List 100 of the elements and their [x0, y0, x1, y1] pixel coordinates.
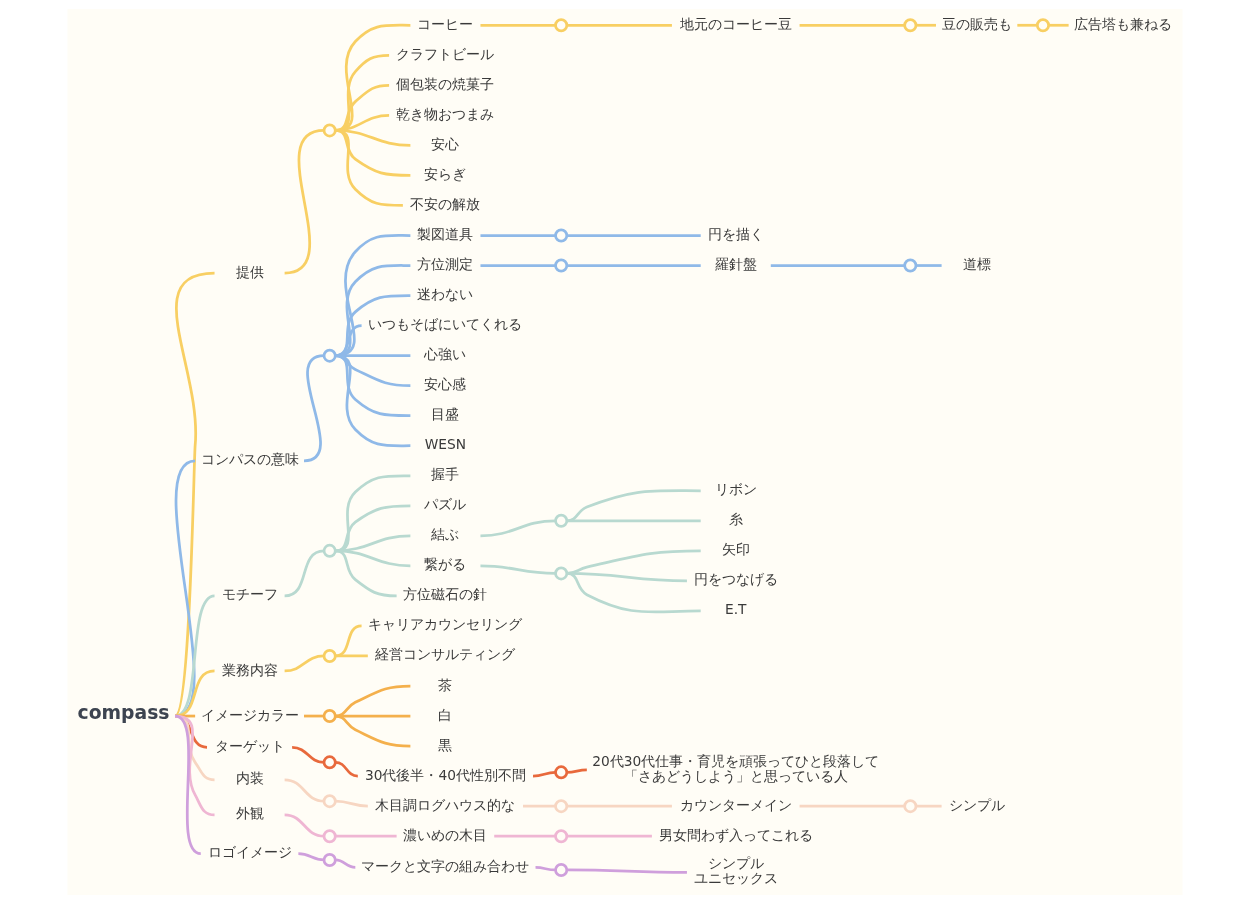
- node-text: 乾き物おつまみ: [396, 105, 495, 122]
- node-circle: [554, 565, 569, 580]
- node-text: 茶: [438, 676, 453, 693]
- connector: [335, 549, 411, 567]
- node-circle: [322, 708, 337, 723]
- connector: [284, 813, 325, 838]
- connector: [335, 654, 368, 657]
- connector: [335, 714, 411, 747]
- connector: [566, 834, 652, 838]
- node-text: 心強い: [424, 345, 467, 362]
- connector: [1017, 23, 1038, 27]
- connector: [284, 549, 325, 597]
- node-text: キャリアカウンセリング: [368, 615, 523, 632]
- node-circle: [322, 793, 337, 808]
- node-text: マークと文字の組み合わせ: [361, 857, 530, 874]
- node-circle: [554, 17, 569, 32]
- node-text: 安心: [431, 135, 460, 152]
- node-text: コンパスの意味: [200, 450, 299, 467]
- connector: [284, 778, 325, 802]
- connector: [304, 714, 325, 717]
- node-circle: [554, 764, 569, 779]
- node-text: 円を描く: [707, 225, 764, 242]
- node-text: 矢印: [721, 540, 750, 557]
- node-text: カウンターメイン: [679, 796, 792, 813]
- connector: [566, 23, 672, 27]
- connector: [335, 293, 411, 357]
- connector: [335, 263, 411, 357]
- node-text: 安らぎ: [424, 165, 467, 182]
- node-text: 濃いめの木目: [403, 826, 488, 843]
- node-circle: [554, 513, 569, 528]
- node-text: 豆の販売も: [941, 15, 1012, 32]
- connector: [284, 128, 325, 274]
- node-circle: [322, 828, 337, 843]
- node-circle: [903, 17, 918, 32]
- connector: [335, 353, 411, 387]
- node-text: 個包装の焼菓子: [396, 75, 495, 92]
- node-text: 不安の解放: [410, 195, 481, 212]
- connector: [566, 868, 687, 874]
- connector: [494, 834, 556, 838]
- node-text: 業務内容: [221, 661, 278, 677]
- node-text: 木目調ログハウス的な: [375, 796, 516, 813]
- connector: [799, 804, 905, 808]
- node-text: 20代30代仕事・育児を頑張ってひと段落して「さあどうしよう」と思っている人: [592, 752, 880, 784]
- node-text: 外観: [235, 804, 264, 821]
- node-text: 握手: [431, 465, 460, 482]
- node-circle: [554, 828, 569, 843]
- node-circle: [322, 754, 337, 769]
- node-text: 迷わない: [417, 285, 474, 302]
- connector: [566, 518, 701, 522]
- node-text: compass: [77, 701, 170, 723]
- node-text: 道標: [962, 255, 991, 272]
- connector: [770, 263, 905, 267]
- node-text: 安心感: [424, 375, 467, 392]
- connector: [480, 518, 556, 537]
- connector: [915, 263, 942, 267]
- node-circle: [554, 798, 569, 813]
- node-circle: [554, 862, 569, 877]
- node-text: 方位測定: [417, 255, 474, 272]
- connector: [335, 353, 411, 417]
- node-text: ターゲット: [214, 737, 285, 754]
- node-text: WESN: [424, 435, 467, 452]
- node-text: 白: [438, 706, 453, 723]
- connector: [535, 865, 556, 871]
- connector: [480, 233, 556, 237]
- node-text: リボン: [714, 480, 757, 497]
- connector: [523, 804, 556, 808]
- node-text: コーヒー: [417, 15, 474, 32]
- node-text: 結ぶ: [431, 525, 460, 542]
- connector: [799, 23, 905, 27]
- connector: [566, 571, 701, 613]
- connector: [566, 263, 701, 267]
- node-text: クラフトビール: [396, 45, 495, 62]
- node-text: 目盛: [431, 405, 460, 422]
- connector: [335, 684, 411, 717]
- node-circle: [322, 543, 337, 558]
- connector: [915, 804, 942, 808]
- node-circle: [322, 648, 337, 663]
- node-text: イメージカラー: [200, 706, 299, 723]
- connector: [298, 851, 325, 861]
- node-circle: [322, 348, 337, 363]
- connector: [335, 624, 362, 657]
- node-circle: [554, 258, 569, 273]
- connector: [566, 488, 701, 522]
- connector: [532, 770, 556, 777]
- connector: [480, 23, 556, 27]
- connector: [335, 858, 356, 869]
- node-text: 内装: [235, 769, 264, 786]
- node-text: 広告塔も兼ねる: [1074, 15, 1173, 32]
- node-text: シンプル ユニセックス: [693, 854, 778, 886]
- connector: [566, 233, 701, 237]
- node-text: 繋がる: [424, 555, 467, 572]
- node-circle: [903, 798, 918, 813]
- node-circle: [322, 852, 337, 867]
- connector: [292, 745, 325, 764]
- node-text: 円をつなげる: [693, 570, 778, 587]
- node-text: 経営コンサルティング: [375, 645, 516, 662]
- node-text: 黒: [438, 736, 453, 753]
- connector: [480, 263, 556, 267]
- connector: [335, 760, 358, 777]
- node-text: シンプル: [948, 796, 1005, 813]
